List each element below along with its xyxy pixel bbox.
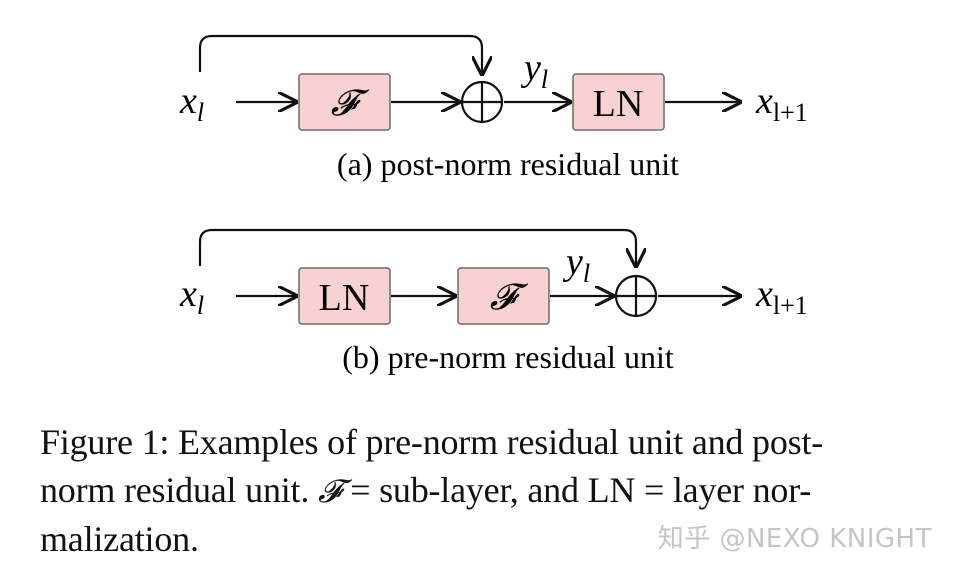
figure-caption-line-2: norm residual unit. 𝓕 = sub-layer, and L… xyxy=(40,466,920,515)
input-label-b: xl xyxy=(179,273,204,320)
figure-caption: Figure 1: Examples of pre-norm residual … xyxy=(40,418,920,563)
caption-sublayer-symbol: 𝓕 xyxy=(317,472,342,510)
layernorm-label-a: LN xyxy=(593,83,644,125)
sum-node-a xyxy=(460,80,504,124)
skip-connection-b xyxy=(198,228,636,266)
layernorm-box-b xyxy=(298,267,391,325)
figure-caption-line-3: malization. xyxy=(40,519,199,559)
panel-a: xl 𝓕 yl LN xl+1 (a) post-norm residual u… xyxy=(179,34,808,182)
layernorm-label-b: LN xyxy=(319,277,370,319)
sublayer-box-b xyxy=(457,267,550,325)
sublayer-box-a xyxy=(298,73,391,131)
caption-text-b: = sub-layer, and LN = layer nor- xyxy=(341,470,812,510)
layernorm-box-a xyxy=(572,73,665,131)
skip-connection-a xyxy=(198,34,482,74)
diagram-svg: xl 𝓕 yl LN xl+1 (a) post-norm residual u… xyxy=(179,34,808,375)
intermediate-label-a: yl xyxy=(520,47,548,94)
sum-node-b xyxy=(614,274,658,318)
figure-caption-line-1: Figure 1: Examples of pre-norm residual … xyxy=(40,422,824,462)
panel-a-caption: (a) post-norm residual unit xyxy=(337,146,679,182)
panel-b-caption: (b) pre-norm residual unit xyxy=(342,339,674,375)
input-label-a: xl xyxy=(179,80,204,127)
residual-unit-diagram: xl 𝓕 yl LN xl+1 (a) post-norm residual u… xyxy=(179,34,808,375)
panel-b: xl LN 𝓕 yl xl+1 (b) pre-norm residual un… xyxy=(179,228,808,375)
watermark: 知乎 @NEXO KNIGHT xyxy=(657,524,932,554)
caption-text-a: norm residual unit. xyxy=(40,470,318,510)
output-label-a: xl+1 xyxy=(755,80,808,127)
output-label-b: xl+1 xyxy=(755,273,808,320)
intermediate-label-b: yl xyxy=(562,241,590,288)
